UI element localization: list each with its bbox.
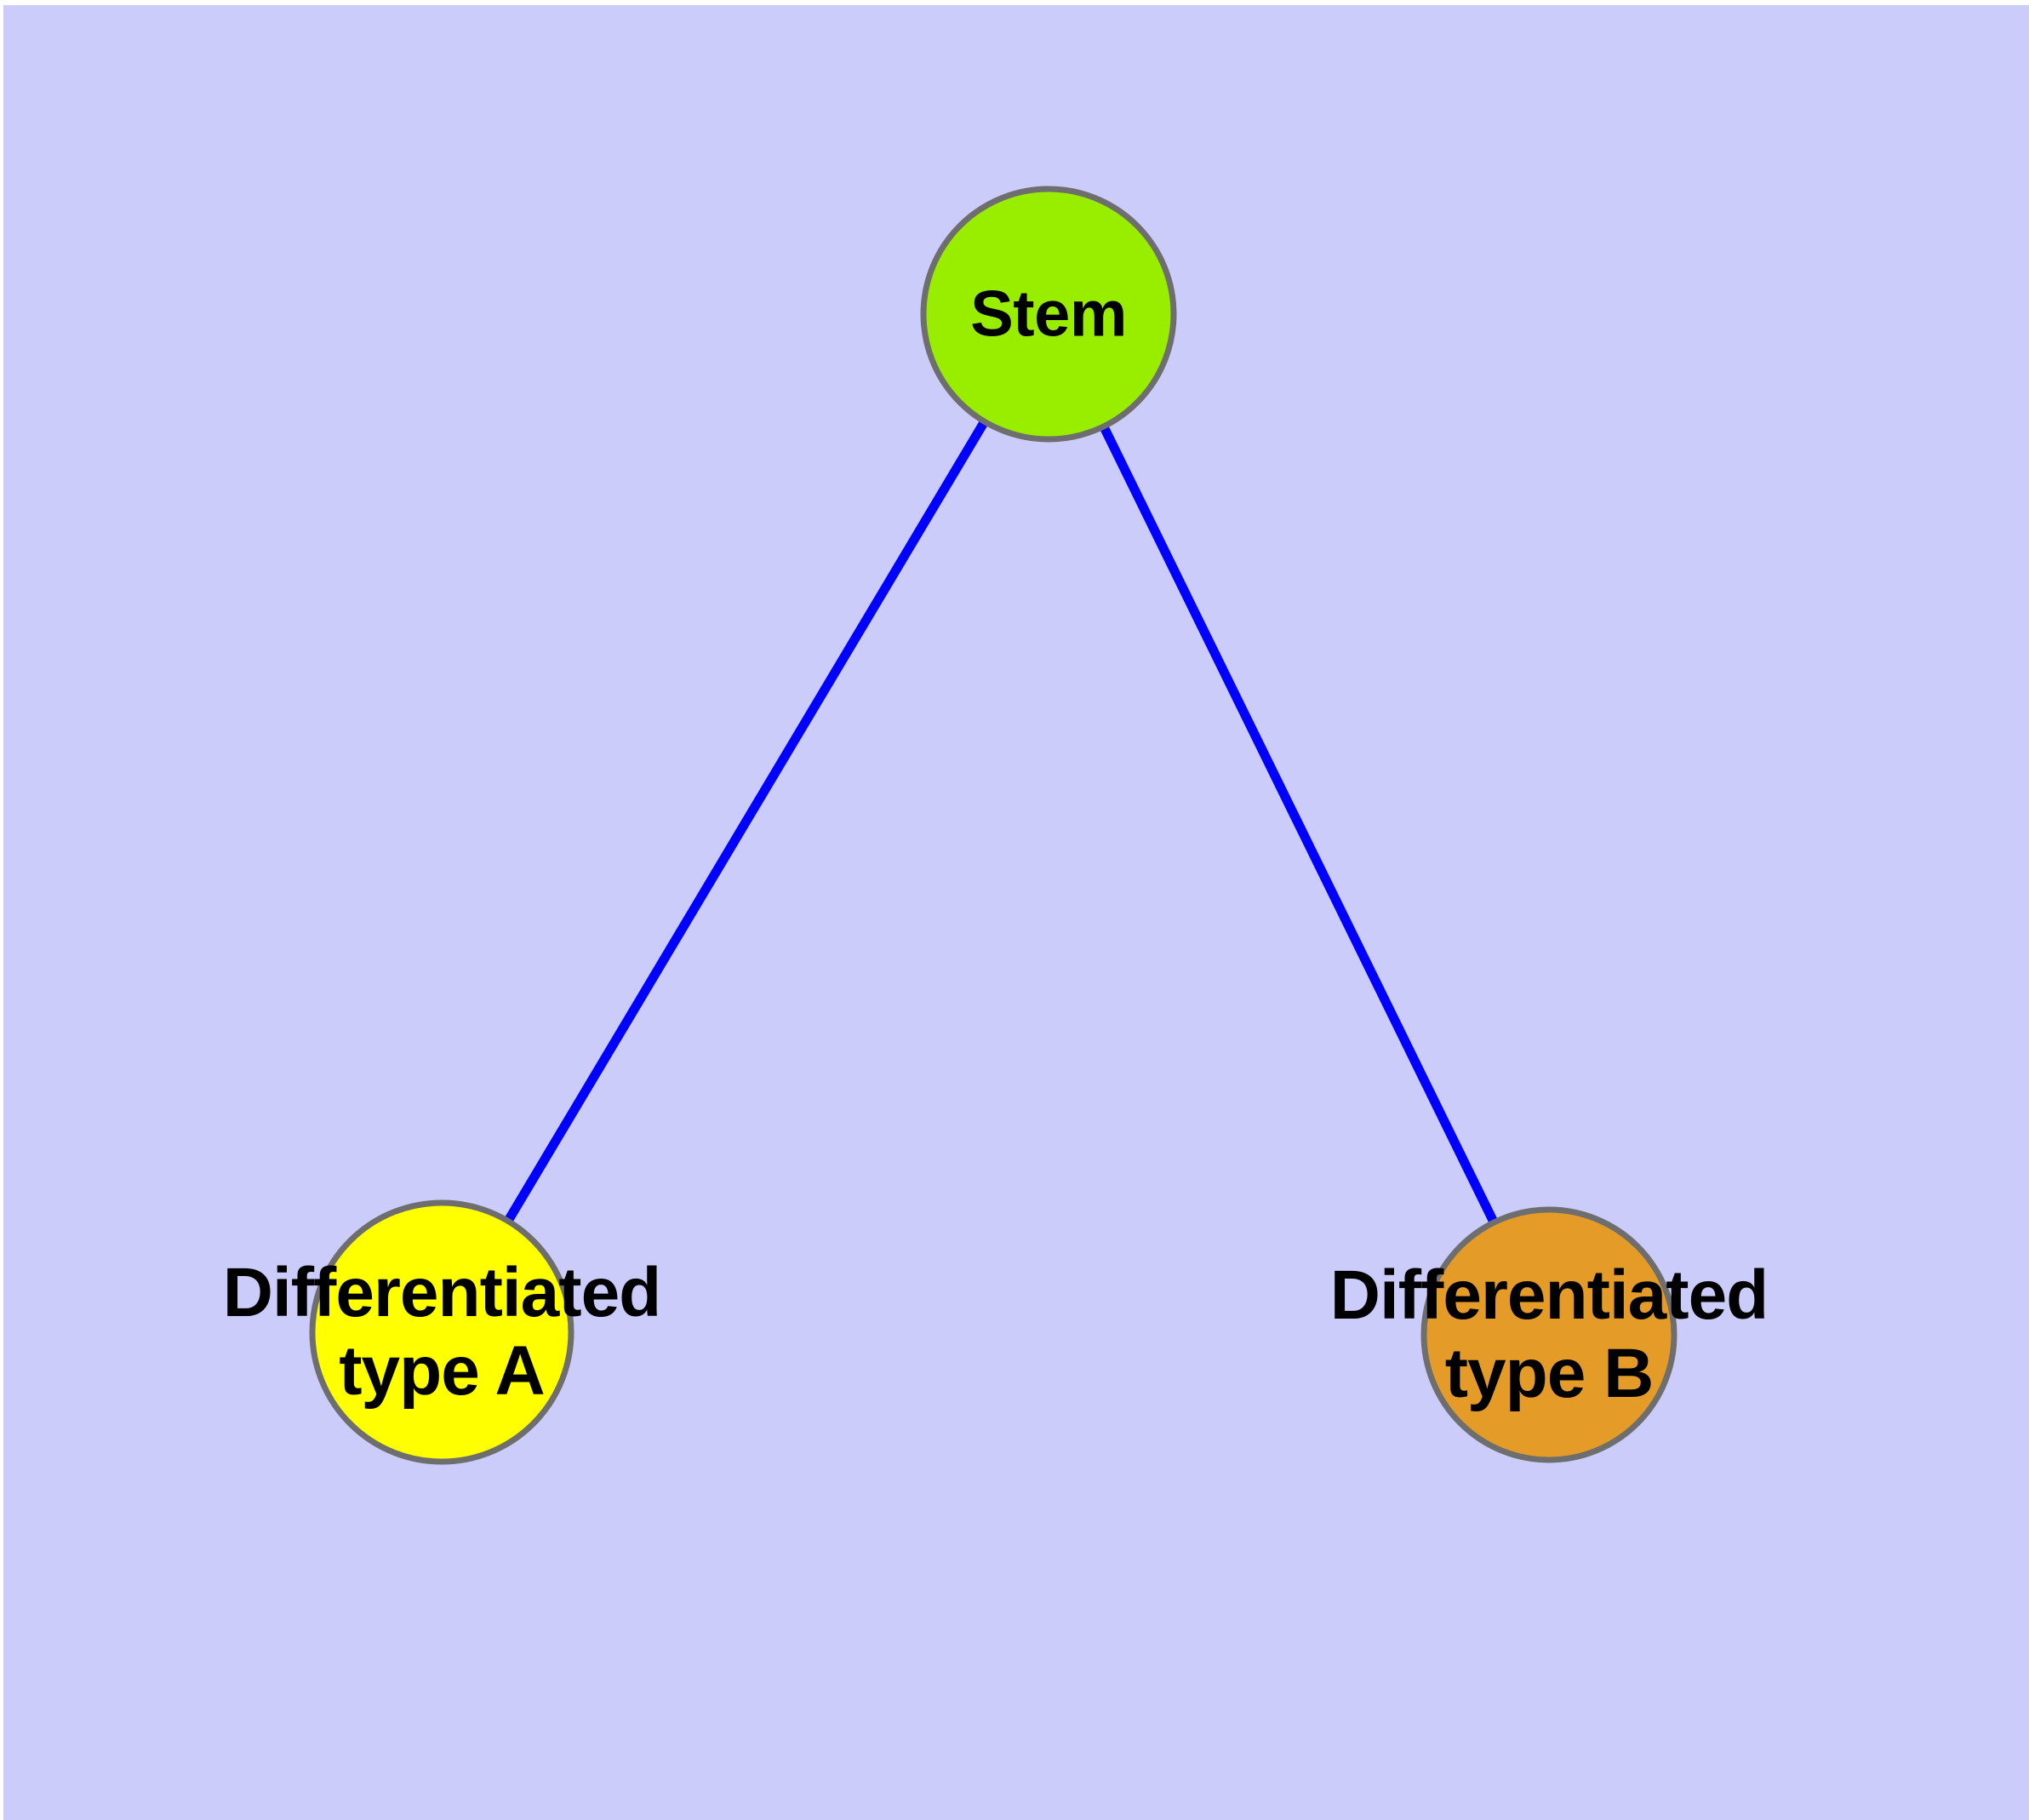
edge-layer [505,421,1498,1223]
graph-node-diff-b[interactable] [1420,1206,1677,1463]
graph-node-diff-a[interactable] [309,1199,574,1465]
graph-edge-stem-to-b[interactable] [1100,426,1498,1223]
graph-edge-stem-to-a[interactable] [505,421,988,1222]
graph-node-stem[interactable] [920,186,1177,443]
node-layer [309,186,1677,1465]
